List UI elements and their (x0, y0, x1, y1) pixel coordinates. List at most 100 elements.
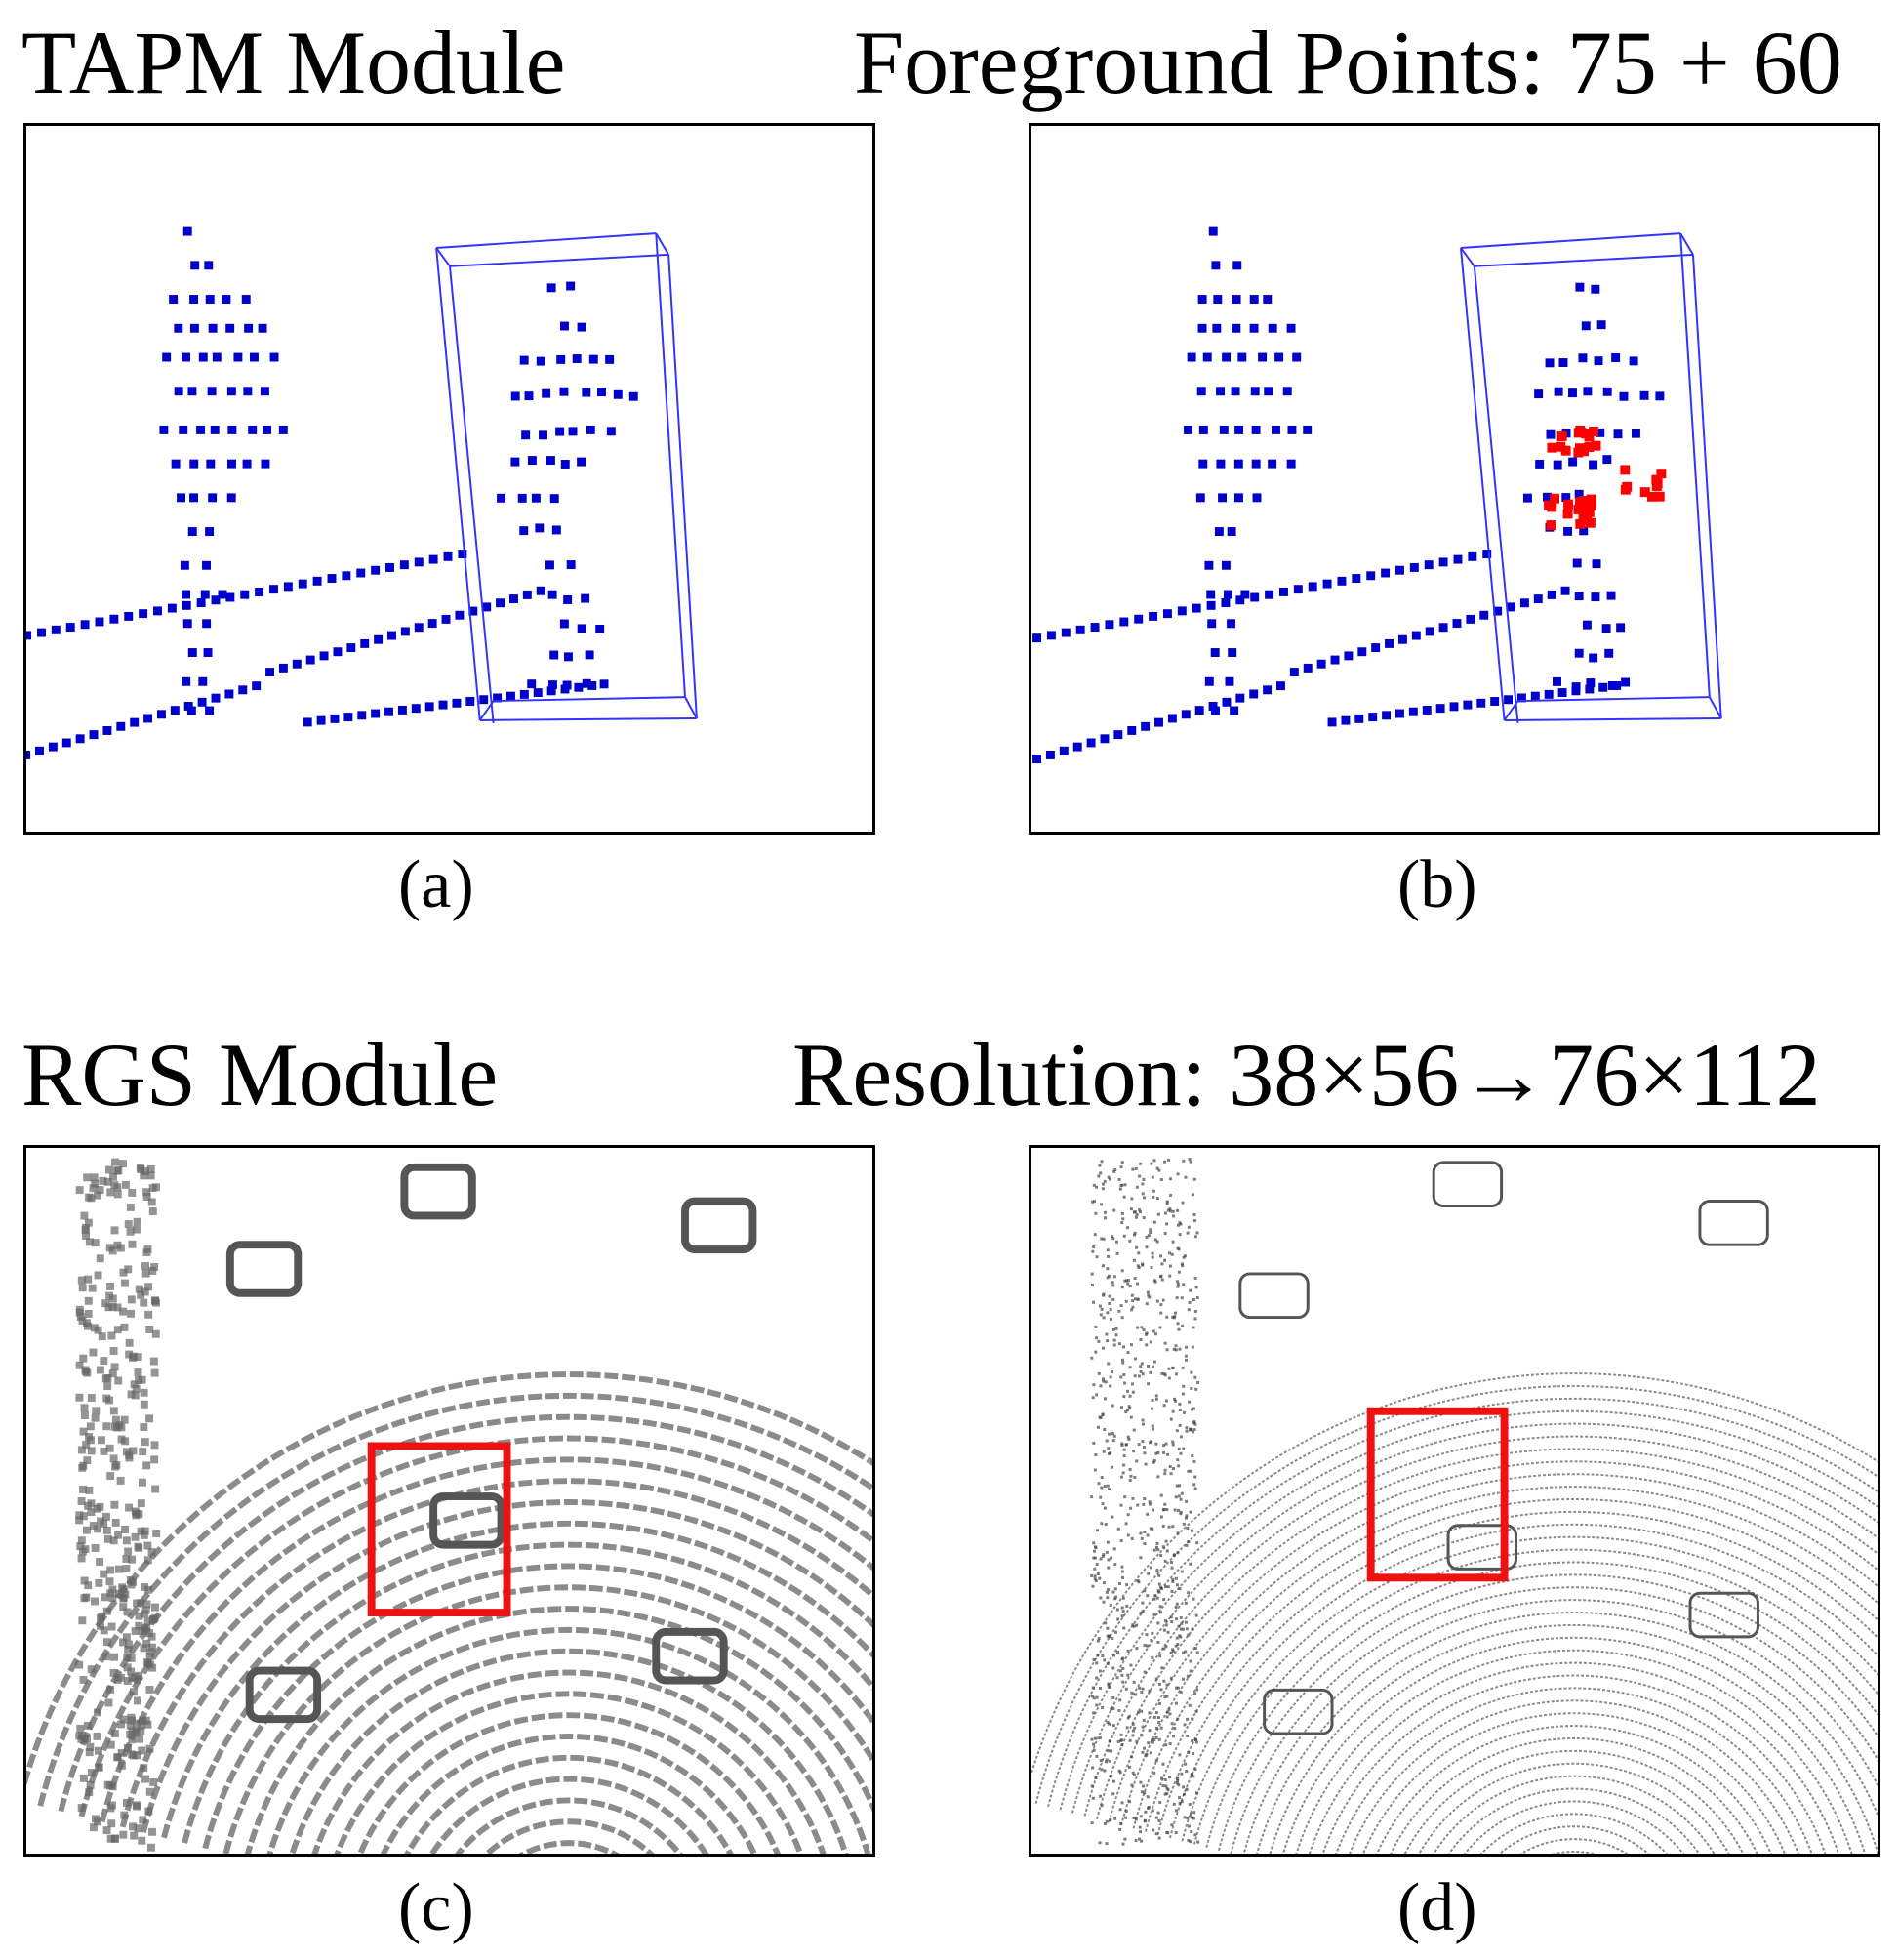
ground-point (1337, 576, 1347, 586)
ground-point (560, 684, 570, 694)
curb-point (119, 1638, 128, 1647)
foreground-point (1546, 520, 1556, 531)
bounding-box-edge (1691, 254, 1722, 719)
curb-point (1175, 1636, 1179, 1640)
scan-ring (140, 1499, 872, 1834)
tree-point (226, 387, 236, 396)
curb-point (1111, 1515, 1114, 1519)
curb-point (1121, 1575, 1125, 1579)
ground-point (333, 647, 343, 657)
curb-point (131, 1391, 140, 1400)
tree-point (205, 295, 215, 304)
curb-point (1142, 1718, 1146, 1722)
curb-point (1145, 1302, 1149, 1306)
curb-point (1164, 1619, 1168, 1623)
curb-point (1173, 1508, 1177, 1512)
tree-point (206, 459, 216, 469)
curb-point (1094, 1350, 1098, 1354)
curb-point (1142, 1216, 1146, 1220)
ground-point (1547, 590, 1556, 599)
curb-point (1106, 1634, 1110, 1638)
foreground-point (1591, 440, 1601, 451)
curb-point (1195, 1231, 1199, 1235)
curb-point (141, 1287, 149, 1296)
tree-point (1223, 590, 1232, 599)
bounding-box-edge (1459, 247, 1506, 721)
curb-point (1091, 1766, 1095, 1770)
ground-point (1411, 631, 1421, 640)
curb-point (1192, 1407, 1195, 1410)
pedestrian-point (585, 650, 594, 660)
ground-point (1086, 738, 1096, 748)
curb-point (1120, 1738, 1124, 1742)
curb-point (130, 1380, 139, 1389)
curb-point (1092, 1711, 1096, 1715)
curb-point (1187, 1469, 1191, 1473)
ground-point (1059, 746, 1069, 755)
pedestrian-point (1535, 459, 1545, 469)
curb-point (1119, 1733, 1123, 1736)
curb-point (1107, 1749, 1111, 1753)
foreground-point (1656, 469, 1667, 479)
curb-point (1127, 1765, 1131, 1769)
curb-point (1125, 1409, 1129, 1412)
curb-point (1154, 1735, 1158, 1739)
curb-point (131, 1627, 140, 1635)
curb-point (1157, 1682, 1161, 1686)
curb-point (1152, 1360, 1156, 1364)
curb-point (1148, 1295, 1152, 1299)
curb-point (105, 1577, 114, 1586)
curb-point (1100, 1522, 1104, 1526)
curb-point (1120, 1286, 1124, 1289)
curb-point (1098, 1304, 1102, 1308)
curb-point (1127, 1405, 1131, 1409)
curb-point (1174, 1809, 1178, 1813)
curb-point (92, 1407, 101, 1415)
curb-point (1185, 1345, 1189, 1349)
ground-point (1585, 684, 1595, 694)
curb-point (134, 1368, 142, 1377)
curb-point (1159, 1493, 1163, 1497)
curb-point (1159, 1178, 1163, 1182)
curb-point (1100, 1486, 1104, 1490)
curb-point (1162, 1404, 1166, 1408)
tree-point (1249, 323, 1259, 333)
curb-point (1193, 1276, 1197, 1280)
curb-point (1135, 1459, 1139, 1463)
curb-point (136, 1735, 144, 1743)
curb-point (1170, 1722, 1174, 1726)
bounding-box-edge (1679, 233, 1711, 698)
curb-point (132, 1801, 141, 1810)
bounding-box-edge (1473, 265, 1519, 724)
ground-point (1557, 688, 1567, 698)
tree-point (1184, 425, 1192, 434)
curb-point (128, 1240, 137, 1248)
pedestrian-point (545, 456, 555, 466)
pedestrian-point (582, 678, 591, 688)
curb-point (1130, 1691, 1134, 1695)
curb-point (79, 1774, 88, 1782)
tapm-module-title: TAPM Module (21, 13, 566, 112)
curb-point (1186, 1527, 1190, 1531)
curb-point (1177, 1783, 1181, 1787)
tree-point (1198, 459, 1208, 469)
pedestrian-point (1586, 678, 1596, 688)
curb-point (1141, 1601, 1145, 1605)
curb-point (1158, 1801, 1162, 1805)
pedestrian-point (542, 388, 551, 398)
curb-point (1152, 1771, 1156, 1775)
scan-ring (1242, 1599, 1878, 1854)
curb-point (1192, 1326, 1195, 1329)
curb-point (1122, 1626, 1126, 1630)
curb-point (1192, 1751, 1195, 1755)
curb-point (1126, 1282, 1130, 1286)
curb-point (140, 1400, 148, 1409)
ground-point (374, 634, 384, 644)
curb-point (1156, 1589, 1160, 1593)
pedestrian-point (1546, 429, 1556, 439)
curb-point (124, 1640, 133, 1649)
ground-point (1113, 730, 1123, 740)
curb-point (119, 1603, 128, 1612)
ground-point (411, 704, 421, 714)
pedestrian-point (577, 624, 586, 633)
